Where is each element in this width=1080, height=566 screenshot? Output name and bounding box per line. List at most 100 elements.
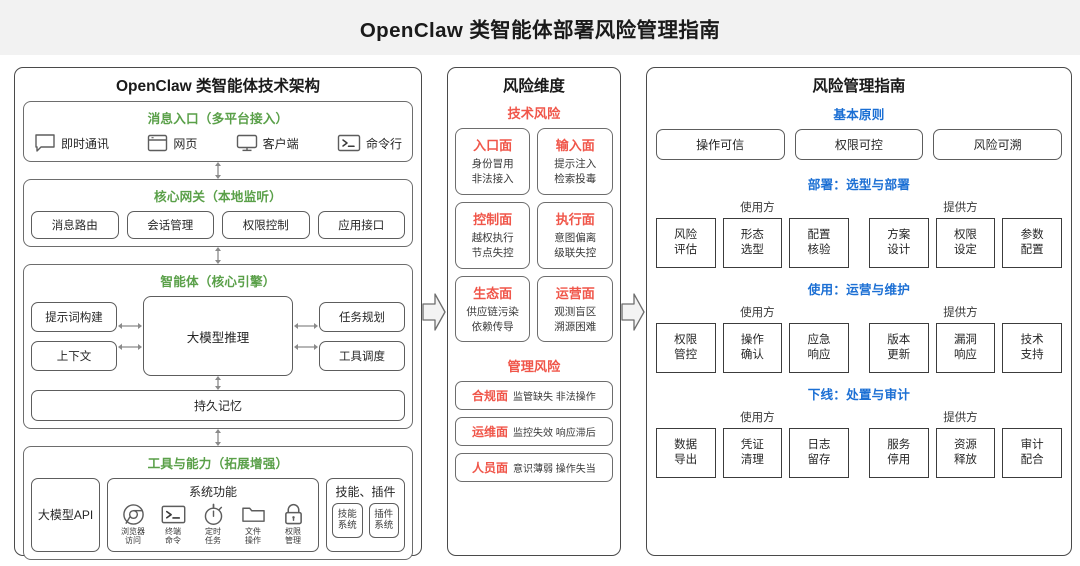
plugin-plugin-system[interactable]: 插件系统 xyxy=(368,503,399,538)
sysicon-file[interactable]: 文件操作 xyxy=(233,503,273,546)
connector-center-right xyxy=(293,296,319,376)
stage-side-labels-offline: 使用方 提供方 xyxy=(656,409,1062,425)
agent-llm-inference[interactable]: 大模型推理 xyxy=(143,296,293,376)
agent-item-context[interactable]: 上下文 xyxy=(31,340,117,371)
stage-box-config-verification[interactable]: 配置核验 xyxy=(789,218,849,268)
mgmt-row-title: 运维面 xyxy=(472,425,509,440)
principles-heading: 基本原则 xyxy=(833,108,885,122)
entry-label-client: 客户端 xyxy=(262,136,299,151)
gateway-item-permission[interactable]: 权限控制 xyxy=(222,211,310,239)
risk-card-execution[interactable]: 执行面 意图偏离 级联失控 xyxy=(537,201,614,269)
connector-agent-memory xyxy=(31,376,405,390)
terminal-icon xyxy=(161,503,186,526)
agent-item-tool-dispatch[interactable]: 工具调度 xyxy=(319,340,405,371)
principle-trusted-operation[interactable]: 操作可信 xyxy=(655,129,785,160)
stage-heading-usage: 使用：运营与维护 xyxy=(807,282,911,297)
sysicon-browser[interactable]: 浏览器访问 xyxy=(113,503,153,546)
risk-card-line2: 检索投毒 xyxy=(554,172,597,185)
plugins-heading: 技能、插件 xyxy=(335,485,396,499)
risk-panel-title: 风险维度 xyxy=(502,78,565,95)
page-title: OpenClaw 类智能体部署风险管理指南 xyxy=(359,18,721,42)
tech-risk-heading: 技术风险 xyxy=(507,106,561,121)
stage-box-log-retention[interactable]: 日志留存 xyxy=(789,427,849,478)
browser-chrome-icon xyxy=(122,503,145,526)
mgmt-row-personnel[interactable]: 人员面 意识薄弱 操作失当 xyxy=(454,453,614,483)
risk-card-line2: 节点失控 xyxy=(471,246,514,259)
entry-item-web[interactable]: 网页 xyxy=(147,134,197,152)
entry-item-im[interactable]: 即时通讯 xyxy=(34,134,109,152)
stage-box-technical-support[interactable]: 技术支持 xyxy=(1002,322,1062,373)
stage-box-vulnerability-response[interactable]: 漏洞响应 xyxy=(935,322,996,373)
gateway-item-session[interactable]: 会话管理 xyxy=(126,211,214,239)
side-label-provider: 提供方 xyxy=(943,306,978,319)
stage-box-version-update[interactable]: 版本更新 xyxy=(868,322,929,373)
sysicon-permission[interactable]: 权限管理 xyxy=(273,503,313,546)
guide-panel: 风险管理指南 基本原则 操作可信 权限可控 风险可溯 部署：选型与部署 使用方 … xyxy=(645,67,1072,556)
risk-card-line1: 观测盲区 xyxy=(554,305,597,318)
risk-card-line2: 非法接入 xyxy=(471,172,514,185)
risk-card-input[interactable]: 输入面 提示注入 检索投毒 xyxy=(537,128,614,195)
stage-box-form-selection[interactable]: 形态选型 xyxy=(722,218,783,268)
sysicon-scheduler[interactable]: 定时任务 xyxy=(193,503,233,546)
stage-provider-group-deploy: 方案设计 权限设定 参数配置 xyxy=(868,218,1062,268)
risk-card-line2: 依赖传导 xyxy=(471,320,514,333)
stage-box-parameter-config[interactable]: 参数配置 xyxy=(1002,218,1062,268)
stage-box-operation-confirm[interactable]: 操作确认 xyxy=(722,322,783,373)
risk-card-operations[interactable]: 运营面 观测盲区 溯源困难 xyxy=(537,275,614,343)
mgmt-row-devops[interactable]: 运维面 监控失效 响应滞后 xyxy=(454,417,614,447)
gateway-item-api[interactable]: 应用接口 xyxy=(317,211,405,239)
folder-icon xyxy=(241,503,266,526)
gateway-heading: 核心网关（本地监听） xyxy=(154,190,282,204)
risk-card-title: 控制面 xyxy=(473,211,513,227)
agent-item-task-planning[interactable]: 任务规划 xyxy=(319,301,405,332)
tools-section: 工具与能力（拓展增强） 大模型API 系统功能 浏览器访问 xyxy=(23,446,413,560)
agent-core-section: 智能体（核心引擎） 提示词构建 上下文 大模型推理 任务规划 xyxy=(23,264,413,429)
tools-heading: 工具与能力（拓展增强） xyxy=(147,457,289,471)
connector-left-center xyxy=(117,296,143,376)
stage-user-group-deploy: 风险评估 形态选型 配置核验 xyxy=(655,218,849,268)
stage-box-risk-assessment[interactable]: 风险评估 xyxy=(655,218,716,268)
stage-box-permission-setting[interactable]: 权限设定 xyxy=(935,218,996,268)
lock-icon xyxy=(283,503,304,526)
stage-box-permission-control[interactable]: 权限管控 xyxy=(655,322,716,373)
entry-label-cli: 命令行 xyxy=(365,136,402,151)
connector-gateway-agent xyxy=(23,247,413,264)
plugin-skill-system[interactable]: 技能系统 xyxy=(332,503,363,538)
stage-box-emergency-response[interactable]: 应急响应 xyxy=(789,322,849,373)
entry-item-client[interactable]: 客户端 xyxy=(236,134,299,152)
risk-card-ecosystem[interactable]: 生态面 供应链污染 依赖传导 xyxy=(454,275,531,343)
agent-persistent-memory[interactable]: 持久记忆 xyxy=(31,390,405,421)
entry-item-cli[interactable]: 命令行 xyxy=(337,134,402,152)
risk-card-title: 输入面 xyxy=(555,138,595,153)
risk-card-control[interactable]: 控制面 越权执行 节点失控 xyxy=(454,201,531,269)
risk-dimension-panel: 风险维度 技术风险 入口面 身份冒用 非法接入 输入面 提示注入 检索投毒 控制… xyxy=(446,67,622,556)
risk-card-line2: 溯源困难 xyxy=(554,320,597,333)
risk-card-entry[interactable]: 入口面 身份冒用 非法接入 xyxy=(454,128,531,195)
mgmt-row-compliance[interactable]: 合规面 监管缺失 非法操作 xyxy=(454,381,614,411)
side-label-user: 使用方 xyxy=(740,202,775,214)
principle-traceable-risk[interactable]: 风险可溯 xyxy=(933,129,1062,160)
stage-side-labels-deploy: 使用方 提供方 xyxy=(656,199,1062,215)
stage-box-credential-cleanup[interactable]: 凭证清理 xyxy=(722,427,783,478)
stage-box-data-export[interactable]: 数据导出 xyxy=(655,427,716,478)
risk-card-title: 生态面 xyxy=(473,285,513,301)
sysicon-browser-label: 浏览器访问 xyxy=(121,527,145,545)
gateway-section: 核心网关（本地监听） 消息路由 会话管理 权限控制 应用接口 xyxy=(23,179,413,247)
stage-box-solution-design[interactable]: 方案设计 xyxy=(868,218,929,268)
system-icon-list: 浏览器访问 终端命令 xyxy=(113,503,313,546)
terminal-icon xyxy=(337,134,361,152)
stage-box-audit-cooperation[interactable]: 审计配合 xyxy=(1002,427,1062,478)
arrow-architecture-to-risk xyxy=(422,67,447,556)
risk-card-line1: 提示注入 xyxy=(554,158,597,170)
risk-card-line1: 供应链污染 xyxy=(466,305,519,318)
tool-llm-api[interactable]: 大模型API xyxy=(31,478,100,552)
tool-plugins: 技能、插件 技能系统 插件系统 xyxy=(326,478,405,552)
stage-box-resource-release[interactable]: 资源释放 xyxy=(935,427,996,478)
guide-panel-title: 风险管理指南 xyxy=(812,78,906,95)
principle-controllable-permission[interactable]: 权限可控 xyxy=(794,129,924,160)
sysicon-terminal[interactable]: 终端命令 xyxy=(153,503,193,546)
gateway-item-routing[interactable]: 消息路由 xyxy=(31,211,119,239)
stage-box-service-shutdown[interactable]: 服务停用 xyxy=(868,427,929,478)
agent-item-prompt[interactable]: 提示词构建 xyxy=(31,301,117,332)
